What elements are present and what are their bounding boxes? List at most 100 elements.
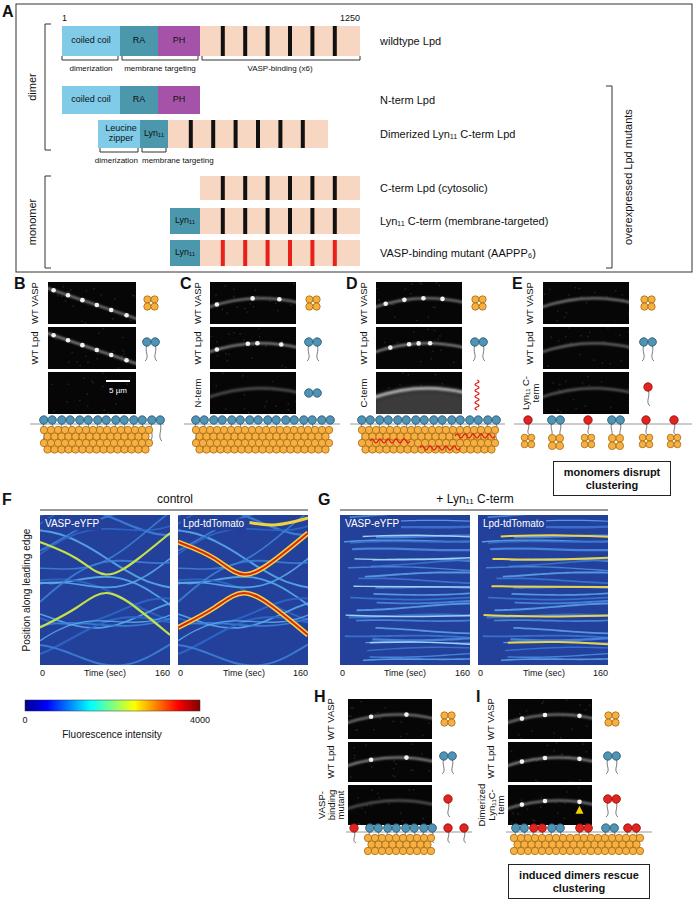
micrograph-content (543, 327, 629, 367)
vasp-cluster (231, 446, 238, 453)
lpd-head (290, 416, 298, 424)
axis-title: Time (sec) (523, 668, 565, 678)
noise (568, 327, 570, 329)
track (178, 561, 308, 602)
noise (61, 296, 63, 298)
noise (575, 408, 577, 410)
colorbar-title: Fluorescence intensity (62, 729, 162, 741)
noise (122, 337, 124, 339)
noise (352, 707, 354, 709)
lpd-head (143, 338, 151, 346)
vasp-cluster (121, 446, 128, 453)
lpd-head (40, 416, 48, 424)
noise (410, 293, 412, 295)
vasp-cluster (135, 446, 142, 453)
noise (422, 818, 424, 820)
leading-edge (348, 714, 432, 723)
micrograph-content (376, 329, 462, 363)
vasp-tetramer (608, 442, 616, 450)
noise (549, 289, 551, 291)
clustered-spot (80, 298, 85, 303)
lpd-tail (354, 831, 356, 843)
noise (535, 780, 537, 782)
node-text: induced dimers rescue clustering (509, 869, 649, 893)
noise (355, 730, 357, 732)
lpd-tail (528, 423, 530, 435)
membrane (184, 423, 340, 424)
vasp-binding-motif (333, 26, 337, 56)
clustered-spot (388, 345, 393, 350)
lpd-head (640, 338, 648, 346)
group-label: monomer (26, 199, 39, 245)
arrowhead (575, 806, 583, 814)
kymograph (478, 512, 616, 665)
domain-name: PH (173, 95, 186, 105)
vasp-tetramer (581, 434, 588, 441)
construct-name: wildtype Lpd (380, 35, 441, 48)
noise (81, 321, 83, 323)
noise (226, 312, 228, 314)
track (503, 572, 608, 576)
noise (521, 799, 523, 801)
vasp-cluster (252, 446, 259, 453)
noise (547, 745, 549, 747)
clustered-spot (520, 759, 525, 764)
vasp-tetramer (605, 719, 612, 726)
noise (266, 401, 268, 403)
vasp-cluster (559, 847, 566, 854)
vasp-binding-region (168, 120, 328, 148)
panel-letter: A (2, 3, 14, 21)
tick-label: 160 (455, 668, 470, 678)
noise (541, 703, 543, 705)
lpd-head (420, 416, 428, 424)
domain-function: VASP-binding (x6) (247, 64, 312, 73)
vasp-cluster (301, 446, 308, 453)
vasp-tetramer (306, 296, 313, 303)
vasp-tetramer (556, 442, 564, 450)
noise (361, 701, 363, 703)
noise (242, 375, 244, 377)
micrograph-content (348, 701, 432, 737)
domain-name: coiled coil (71, 95, 111, 105)
vasp-binding-region (200, 176, 360, 200)
micrograph-ground (376, 327, 462, 369)
cterm-squiggle (370, 439, 410, 443)
noise (65, 300, 67, 302)
lpd-head (308, 416, 316, 424)
domain-name: PH (173, 36, 186, 46)
channel-label: VASP-eYFP (343, 518, 401, 530)
vasp-binding-motif (243, 176, 247, 200)
clustered-spot (577, 800, 582, 805)
lpd-head (632, 824, 640, 832)
lpd-head (576, 824, 584, 832)
lpd-head (58, 416, 66, 424)
lpd-head (604, 752, 612, 760)
noise (405, 288, 407, 290)
clustered-spot (95, 303, 100, 308)
noise (564, 316, 566, 318)
lpd-tail (155, 345, 157, 361)
noise (94, 288, 96, 290)
noise (547, 366, 549, 368)
lpd-head (484, 416, 492, 424)
channel-label: WT Lpd (30, 325, 40, 371)
channel-label: WT VASP (193, 280, 203, 326)
vasp-binding-motif (221, 26, 225, 56)
domain-box: Lyn₁₁ (170, 240, 200, 266)
noise (619, 335, 621, 337)
vasp-binding-motif (333, 208, 337, 234)
noise (615, 290, 617, 292)
vasp-tetramer (521, 441, 528, 448)
track (40, 641, 170, 665)
clustered-spot (404, 755, 409, 760)
domain-name: Leucine zipper (98, 124, 144, 144)
lpd-head (438, 416, 446, 424)
vasp-cluster (390, 446, 397, 453)
noise (628, 313, 629, 315)
noise (247, 311, 249, 313)
clustered-spot (369, 757, 374, 762)
channel-label: WT Lpd (525, 325, 535, 371)
bright-track (178, 533, 308, 575)
tick-label: 160 (593, 668, 608, 678)
noise (57, 295, 59, 297)
